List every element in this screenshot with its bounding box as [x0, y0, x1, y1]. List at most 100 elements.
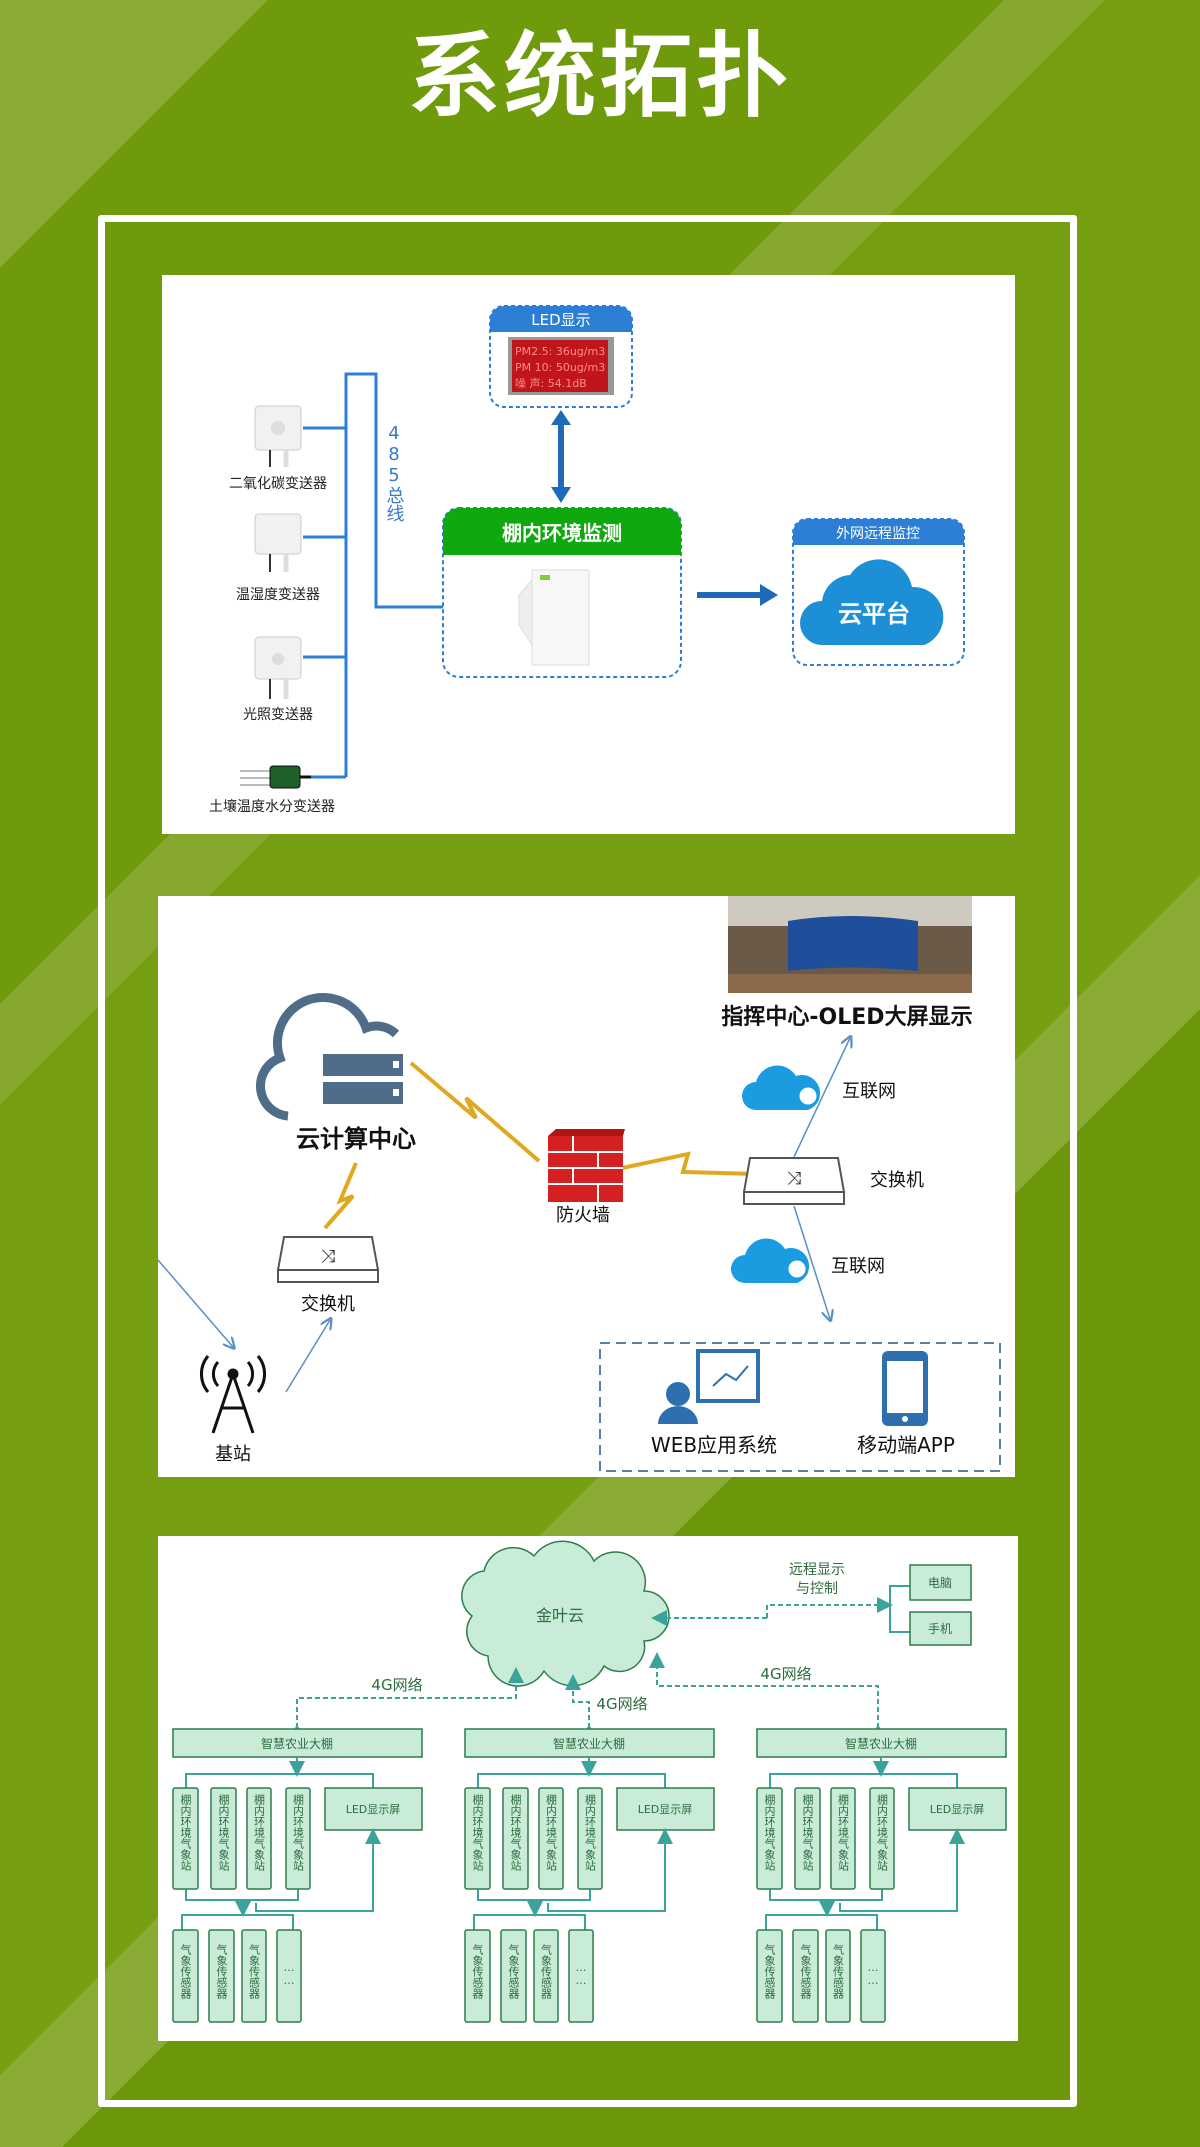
connector	[769, 1773, 958, 1788]
svg-text:⤨: ⤨	[787, 1168, 801, 1189]
weather-sensor-label: ……	[283, 1961, 296, 1987]
weather-station-label: 棚内环境气象站	[471, 1793, 484, 1872]
connector	[185, 1889, 299, 1901]
link-arrow	[285, 1320, 330, 1393]
phone-label: 手机	[928, 1622, 952, 1636]
sensor-label: 温湿度变送器	[236, 587, 320, 603]
weather-sensor-box	[792, 1929, 819, 2023]
network-links	[289, 1652, 886, 1740]
weather-sensor-box	[276, 1929, 302, 2023]
cloud-label: 金叶云	[536, 1606, 584, 1625]
pc-box	[909, 1564, 972, 1601]
phone-box	[909, 1611, 972, 1646]
weather-station-label: 棚内环境气象站	[217, 1793, 230, 1872]
weather-sensor-box	[568, 1929, 594, 2023]
co2-sensor-icon	[254, 405, 302, 467]
led-header: LED显示	[531, 311, 590, 329]
weather-station-label: 棚内环境气象站	[509, 1793, 522, 1872]
greenhouse-label: 智慧农业大棚	[261, 1736, 333, 1751]
weather-station-label: 棚内环境气象站	[253, 1793, 266, 1872]
connector	[477, 1889, 591, 1901]
base-station-label: 基站	[215, 1444, 251, 1465]
weather-sensor-box	[464, 1929, 491, 2023]
rs485-bus	[303, 372, 443, 779]
weather-sensor-box	[860, 1929, 886, 2023]
web-app-label: WEB应用系统	[651, 1433, 777, 1457]
temp-humidity-sensor-icon	[254, 513, 302, 572]
weather-station-box	[502, 1787, 529, 1890]
cloud-center-label: 云计算中心	[296, 1125, 416, 1153]
network-label: 4G网络	[760, 1665, 811, 1683]
weather-station-box	[794, 1787, 821, 1890]
weather-sensor-label: 气象传感器	[215, 1943, 228, 2000]
content-frame	[98, 215, 1077, 2107]
svg-text:⤨: ⤨	[321, 1246, 335, 1267]
weather-sensor-label: 气象传感器	[507, 1943, 520, 2000]
connector	[477, 1773, 666, 1788]
weather-station-label: 棚内环境气象站	[801, 1793, 814, 1872]
network-topology-diagram: 指挥中心-OLED大屏显示 云计算中心 防火墙 ⤨ 交换机 互联网 互联网 ⤨ …	[157, 896, 1015, 1477]
led-line: PM 10: 50ug/m3	[515, 361, 605, 374]
connector	[185, 1773, 374, 1788]
connector	[473, 1914, 586, 1930]
device-bracket	[889, 1585, 910, 1633]
lightning-link-icon	[323, 1061, 757, 1230]
weather-station-label: 棚内环境气象站	[584, 1793, 597, 1872]
switch-label: 交换机	[301, 1294, 355, 1315]
weather-station-box	[210, 1787, 237, 1890]
page-title: 系统拓扑	[407, 23, 792, 130]
led-screen-label: LED显示屏	[346, 1803, 401, 1816]
connector	[181, 1914, 294, 1930]
soil-sensor-icon	[240, 765, 311, 789]
connector	[547, 1828, 673, 1912]
bus-label: 485总线	[384, 423, 405, 522]
weather-station-box	[830, 1787, 856, 1890]
weather-sensor-label: 气象传感器	[248, 1943, 261, 2000]
weather-sensor-box	[241, 1929, 267, 2023]
weather-sensor-box	[825, 1929, 851, 2023]
led-screen-box	[324, 1787, 423, 1831]
mobile-app-label: 移动端APP	[857, 1433, 955, 1457]
sensor-label: 二氧化碳变送器	[229, 476, 327, 492]
network-label: 4G网络	[596, 1695, 647, 1713]
switch-label: 交换机	[870, 1170, 924, 1191]
weather-station-label: 棚内环境气象站	[837, 1793, 850, 1872]
led-screen-label: LED显示屏	[638, 1803, 693, 1816]
weather-station-label: 棚内环境气象站	[179, 1793, 192, 1872]
weather-sensor-box	[756, 1929, 783, 2023]
remote-label: 与控制	[796, 1581, 838, 1597]
weather-sensor-label: ……	[575, 1961, 588, 1987]
command-center-label: 指挥中心-OLED大屏显示	[721, 1004, 972, 1030]
weather-sensor-box	[208, 1929, 235, 2023]
greenhouse-header	[464, 1728, 715, 1758]
weather-station-label: 棚内环境气象站	[763, 1793, 776, 1872]
monitor-header: 棚内环境监测	[502, 521, 622, 545]
weather-station-box	[538, 1787, 564, 1890]
web-user-icon	[658, 1349, 760, 1424]
sensor-label: 土壤温度水分变送器	[209, 798, 335, 815]
pc-label: 电脑	[928, 1576, 952, 1590]
sensor-label: 光照变送器	[243, 707, 313, 723]
led-screen-label: LED显示屏	[930, 1803, 985, 1816]
connector	[839, 1828, 965, 1912]
led-screen-box	[908, 1787, 1007, 1831]
greenhouse-header	[756, 1728, 1007, 1758]
cloud-platform-label: 云平台	[838, 600, 910, 628]
internet-label: 互联网	[842, 1081, 896, 1102]
internet-cloud-icon	[742, 1065, 821, 1110]
weather-station-box	[246, 1787, 272, 1890]
command-center-photo	[728, 896, 972, 993]
connector	[255, 1828, 381, 1912]
switch-icon: ⤨	[276, 1236, 380, 1283]
weather-sensor-label: ……	[867, 1961, 880, 1987]
greenhouse-monitoring-diagram: 485总线 二氧化碳变送器 温湿度变送器 光照变送器 土壤温度水分变送器 LED…	[162, 275, 1015, 834]
firewall-icon	[548, 1129, 625, 1202]
light-sensor-icon	[254, 636, 302, 699]
weather-sensor-label: 气象传感器	[832, 1943, 845, 2000]
remote-header: 外网远程监控	[836, 526, 920, 542]
weather-sensor-box	[533, 1929, 559, 2023]
weather-sensor-label: 气象传感器	[799, 1943, 812, 2000]
